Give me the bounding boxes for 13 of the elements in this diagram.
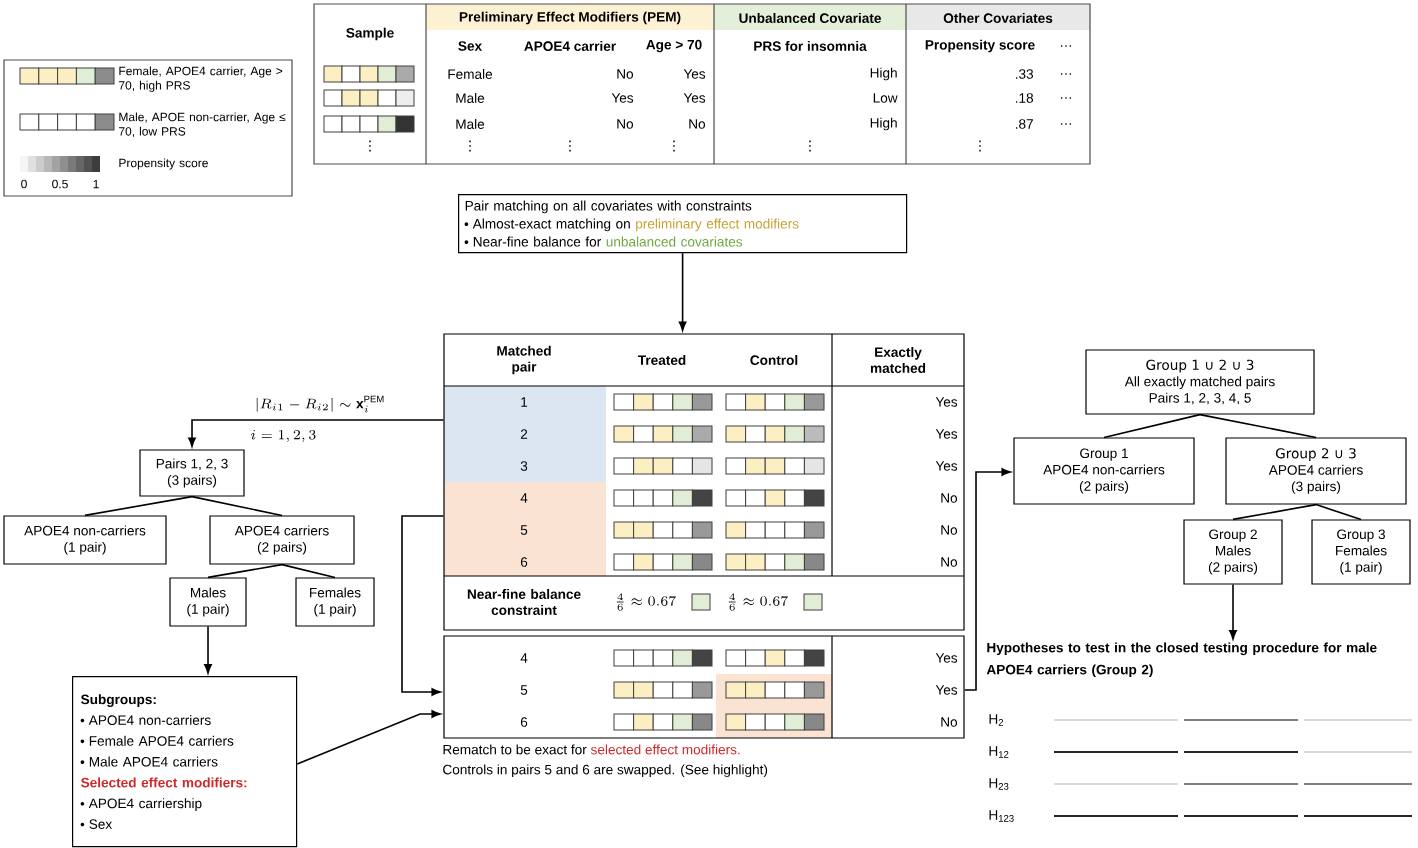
arrow: [401, 515, 445, 696]
arrow: [296, 710, 441, 765]
index-formula: $i = 1, 2, 3$: [251, 430, 316, 442]
balance-value: $\frac{4}{6} \approx 0.67$: [616, 593, 676, 611]
balance-value: $\frac{4}{6} \approx 0.67$: [728, 593, 788, 611]
arrow: [1229, 583, 1237, 640]
arrow: [678, 252, 687, 331]
matching-table: [443, 635, 965, 739]
arrow: [963, 468, 1011, 691]
edge-label: $|R_{i1} - R_{i2}| \sim \mathbf{x}_i^{\mathrm{PEM}}$: [252, 393, 388, 415]
matching-table: [443, 333, 965, 631]
arrow: [188, 419, 445, 447]
arrow: [204, 625, 212, 674]
